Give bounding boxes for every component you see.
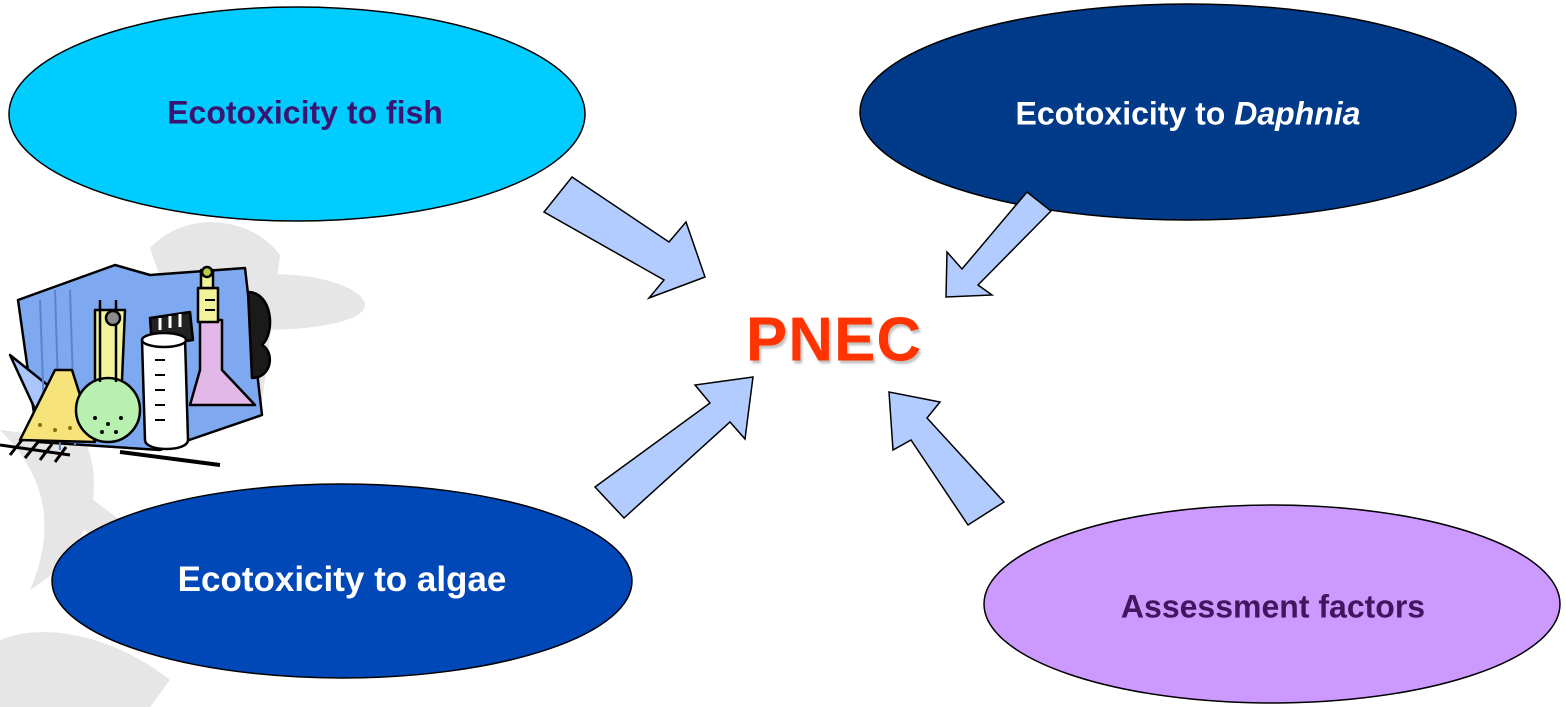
node-label-daphnia-prefix: Ecotoxicity to [1015,95,1235,132]
node-label-daphnia-italic: Daphnia [1234,95,1361,132]
ellipse-assessment [983,504,1561,704]
ellipse-fish [8,6,586,222]
arrow-assessment-to-pnec [888,391,1006,527]
arrow-daphnia-to-pnec [945,190,1053,298]
node-label-fish: Ecotoxicity to fish [167,94,443,131]
node-label-daphnia: Ecotoxicity to Daphnia [1016,96,1361,133]
center-label-pnec: PNEC [745,305,923,375]
laboratory-glassware-icon [0,263,272,467]
node-label-algae: Ecotoxicity to algae [177,560,507,599]
arrow-fish-to-pnec [542,175,706,300]
ellipse-daphnia [859,3,1517,221]
arrow-algae-to-pnec [593,376,754,520]
node-label-assessment: Assessment factors [1120,588,1426,625]
ellipse-algae [51,483,633,679]
